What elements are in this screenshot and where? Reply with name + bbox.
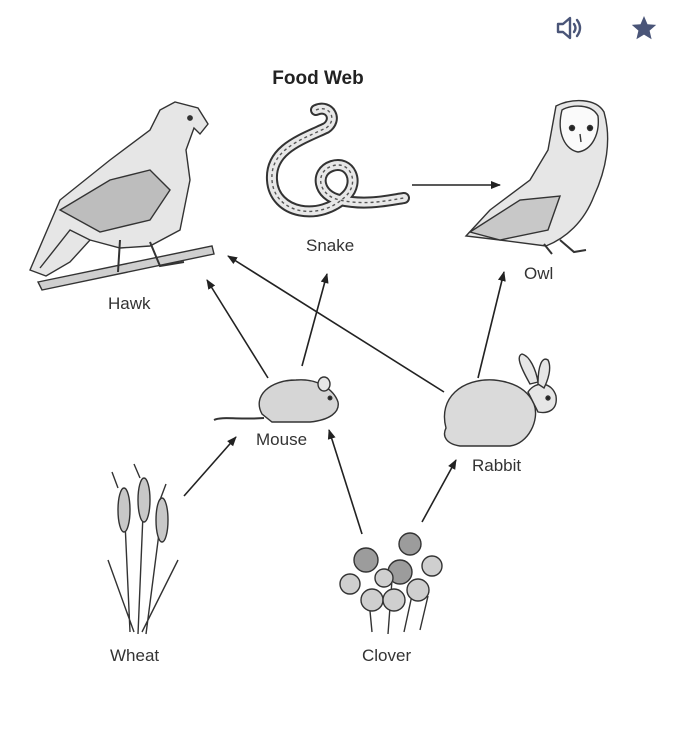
arrow-rabbit-to-hawk <box>227 255 445 393</box>
arrow-clover-to-rabbit <box>421 459 457 523</box>
label-rabbit: Rabbit <box>472 456 522 475</box>
diagram-title: Food Web <box>272 68 364 89</box>
speaker-icon <box>556 16 582 40</box>
label-clover: Clover <box>362 646 412 665</box>
diagram-title-row: Food Web <box>0 68 688 90</box>
label-mouse: Mouse <box>256 430 308 449</box>
arrow-mouse-to-snake <box>301 273 329 367</box>
rabbit-illustration <box>443 353 557 447</box>
mouse-illustration <box>213 376 339 423</box>
star-icon <box>631 16 657 40</box>
arrow-wheat-to-mouse <box>183 436 237 497</box>
snake-illustration <box>265 102 410 218</box>
owl-illustration <box>464 99 609 255</box>
arrow-clover-to-mouse <box>327 429 363 535</box>
wheat-illustration <box>107 463 179 635</box>
label-snake: Snake <box>306 236 355 255</box>
arrow-mouse-to-hawk <box>206 279 269 379</box>
bookmark-button[interactable] <box>626 10 662 46</box>
audio-button[interactable] <box>552 10 588 46</box>
label-wheat: Wheat <box>110 646 160 665</box>
label-hawk: Hawk <box>108 294 151 313</box>
label-owl: Owl <box>524 264 554 283</box>
hawk-illustration <box>29 101 215 291</box>
arrow-rabbit-to-owl <box>477 271 506 379</box>
clover-illustration <box>339 532 443 635</box>
